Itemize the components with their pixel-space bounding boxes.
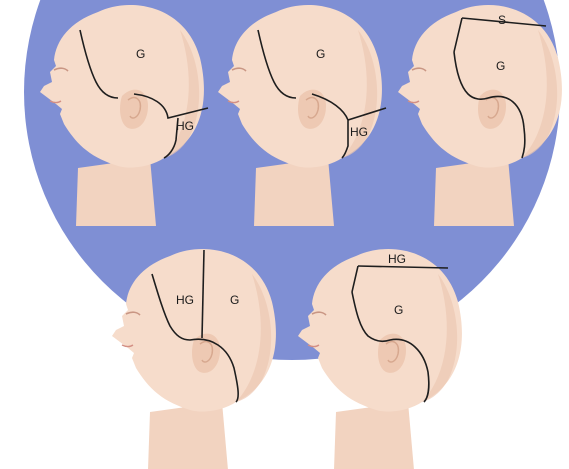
head-1-label-lower: HG bbox=[176, 119, 194, 133]
head-1-label-upper: G bbox=[136, 47, 145, 61]
head-5-silhouette bbox=[298, 249, 462, 469]
head-4-label-back: G bbox=[230, 293, 239, 307]
head-2-label-upper: G bbox=[316, 47, 325, 61]
head-3-label-main: G bbox=[496, 59, 505, 73]
head-4-silhouette bbox=[112, 249, 276, 469]
head-2-label-lower: HG bbox=[350, 125, 368, 139]
head-5-label-main: G bbox=[394, 303, 403, 317]
head-5: HG G bbox=[298, 249, 462, 469]
head-5-label-top: HG bbox=[388, 252, 406, 266]
head-4: HG G bbox=[112, 249, 276, 469]
head-3-label-top: S bbox=[498, 13, 506, 27]
head-4-label-front: HG bbox=[176, 293, 194, 307]
